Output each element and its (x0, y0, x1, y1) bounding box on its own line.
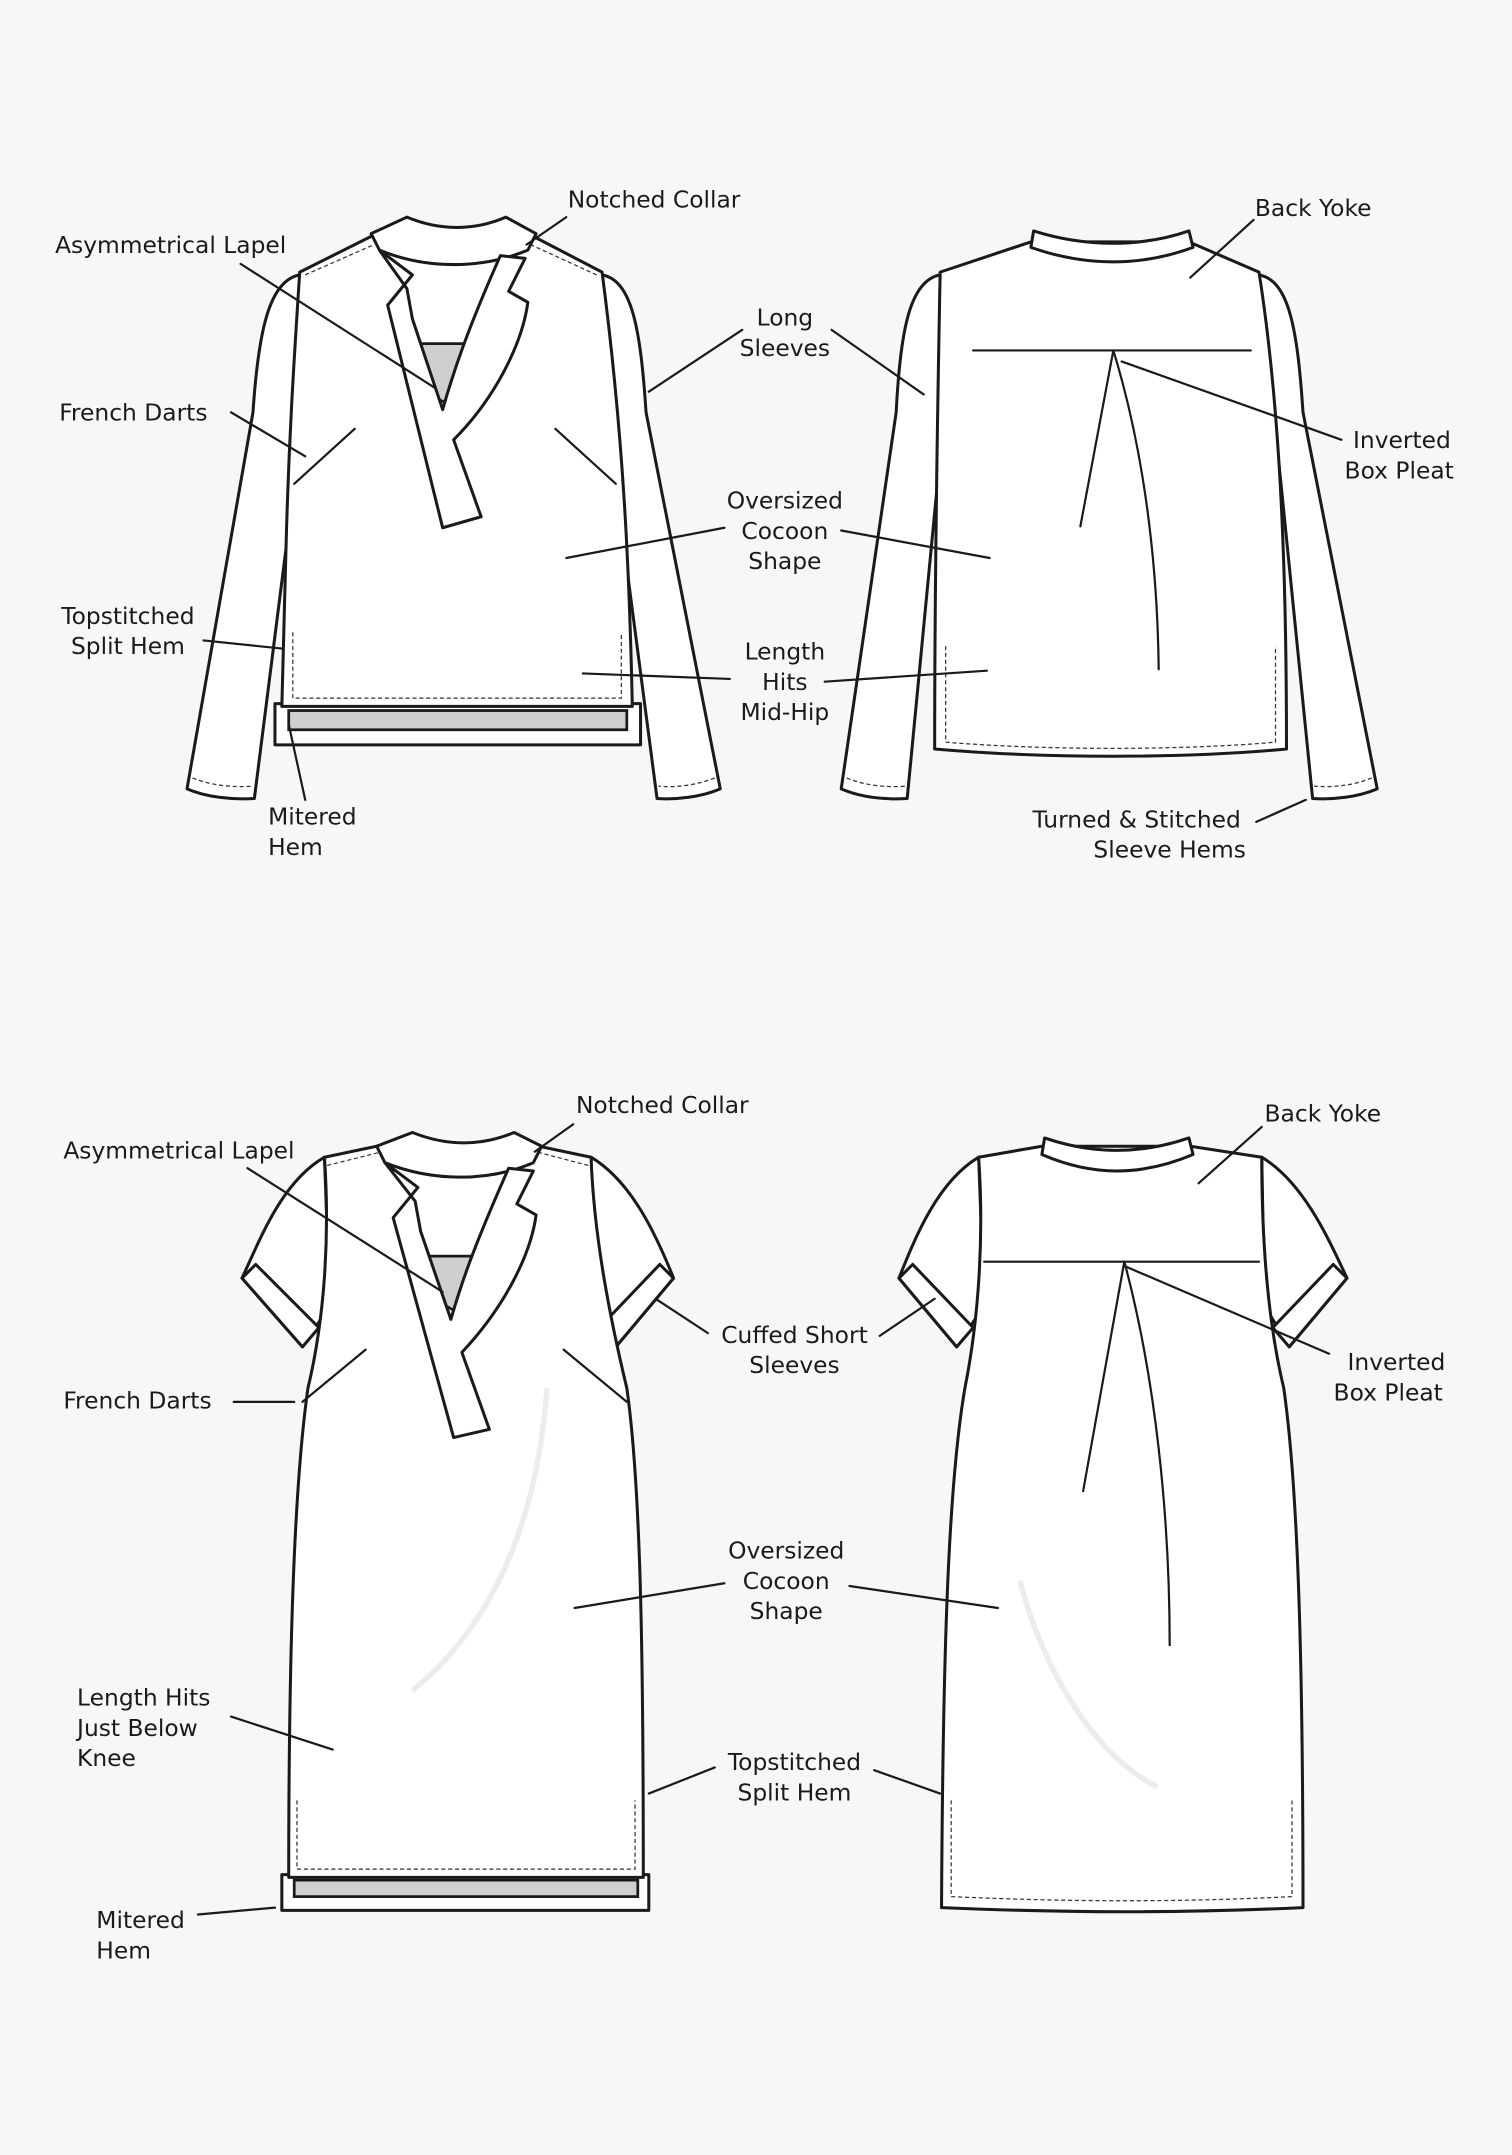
label-dress-length: Knee (77, 1744, 136, 1772)
label-back-yoke: Back Yoke (1255, 194, 1372, 222)
label-dress-asymmetrical-lapel: Asymmetrical Lapel (63, 1137, 294, 1165)
label-french-darts: French Darts (59, 399, 207, 427)
top-front-drawing (185, 215, 722, 801)
top-back-drawing (839, 229, 1379, 801)
dress-back-body (940, 1144, 1305, 1914)
label-length: Mid-Hip (740, 698, 829, 726)
label-dress-cocoon: Cocoon (743, 1567, 830, 1595)
top-back-body (933, 240, 1289, 758)
label-dress-notched-collar: Notched Collar (576, 1091, 749, 1119)
label-box-pleat: Box Pleat (1345, 456, 1454, 484)
label-asymmetrical-lapel: Asymmetrical Lapel (55, 231, 286, 259)
label-sleeve-hems: Turned & Stitched (1032, 805, 1241, 833)
label-dress-back-yoke: Back Yoke (1265, 1099, 1382, 1127)
dress-front-body (287, 1144, 645, 1879)
leader-lines (196, 216, 1343, 1916)
top-lapel (377, 248, 530, 530)
top-collar (369, 215, 538, 266)
label-dress-cocoon: Shape (750, 1597, 823, 1625)
label-mitered-hem: Hem (268, 833, 323, 861)
dress-back-collar (1040, 1136, 1195, 1173)
top-back-collar (1029, 229, 1195, 264)
label-cocoon: Shape (748, 547, 821, 575)
label-long-sleeves: Sleeves (740, 334, 830, 362)
label-box-pleat: Inverted (1353, 426, 1451, 454)
label-length: Length (745, 638, 826, 666)
label-mitered-hem: Mitered (268, 803, 356, 831)
label-dress-split-hem: Topstitched (727, 1748, 861, 1776)
label-split-hem: Split Hem (71, 632, 185, 660)
label-sleeve-hems: Sleeve Hems (1093, 836, 1246, 864)
label-cuffed-sleeves: Sleeves (749, 1351, 839, 1379)
label-dress-cocoon: Oversized (728, 1537, 844, 1565)
label-cocoon: Oversized (727, 487, 843, 515)
label-dress-mitered-hem: Hem (96, 1936, 151, 1964)
label-length: Hits (762, 668, 807, 696)
left-long-sleeve (185, 273, 302, 801)
label-dress-length: Length Hits (77, 1684, 210, 1712)
right-long-sleeve (600, 273, 722, 801)
label-dress-length: Just Below (75, 1714, 198, 1742)
label-dress-split-hem: Split Hem (738, 1778, 852, 1806)
back-right-sleeve (1257, 273, 1379, 801)
label-dress-box-pleat: Box Pleat (1334, 1378, 1443, 1406)
top-back-pleat (1079, 349, 1160, 671)
dress-back-drawing (897, 1136, 1349, 1914)
dress-back-pleat (1081, 1260, 1171, 1647)
label-long-sleeves: Long (757, 304, 814, 332)
dress-lapel (383, 1161, 538, 1440)
label-dress-box-pleat: Inverted (1348, 1348, 1446, 1376)
label-cuffed-sleeves: Cuffed Short (721, 1321, 868, 1349)
label-cocoon: Cocoon (741, 517, 828, 545)
label-dress-french-darts: French Darts (63, 1387, 211, 1415)
dress-front-drawing (240, 1130, 676, 1912)
back-left-sleeve (839, 273, 942, 801)
label-split-hem: Topstitched (60, 602, 194, 630)
label-notched-collar: Notched Collar (568, 186, 741, 214)
label-dress-mitered-hem: Mitered (96, 1906, 184, 1934)
dress-collar (375, 1130, 544, 1179)
